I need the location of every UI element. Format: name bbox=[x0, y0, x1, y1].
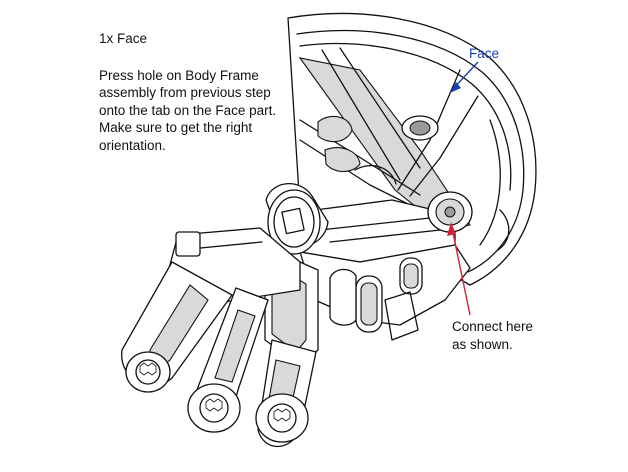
face-label: Face bbox=[469, 46, 500, 61]
instructions-block: 1x Face Press hole on Body Frame assembl… bbox=[99, 30, 319, 155]
body-frame bbox=[264, 191, 473, 366]
instruction-line: orientation. bbox=[99, 137, 166, 153]
instruction-line: Press hole on Body Frame bbox=[99, 67, 259, 83]
step-title: 1x Face bbox=[99, 31, 148, 46]
connect-label-line: Connect here bbox=[452, 319, 534, 334]
face-callout-arrowhead bbox=[450, 82, 461, 93]
boss-with-square-hole bbox=[265, 183, 329, 255]
instruction-line: Make sure to get the right bbox=[99, 120, 253, 136]
connect-label: Connect here as shown. bbox=[452, 318, 533, 353]
instruction-line: onto the tab on the Face part. bbox=[99, 102, 277, 118]
instruction-line: assembly from previous step bbox=[99, 85, 271, 101]
connect-callout-arrowhead bbox=[447, 222, 456, 236]
left-bracket-arm bbox=[121, 227, 301, 393]
right-arm bbox=[255, 339, 317, 447]
connect-callout-arrow bbox=[451, 227, 471, 316]
middle-arm bbox=[187, 287, 269, 433]
connect-label-line: as shown. bbox=[452, 336, 513, 352]
